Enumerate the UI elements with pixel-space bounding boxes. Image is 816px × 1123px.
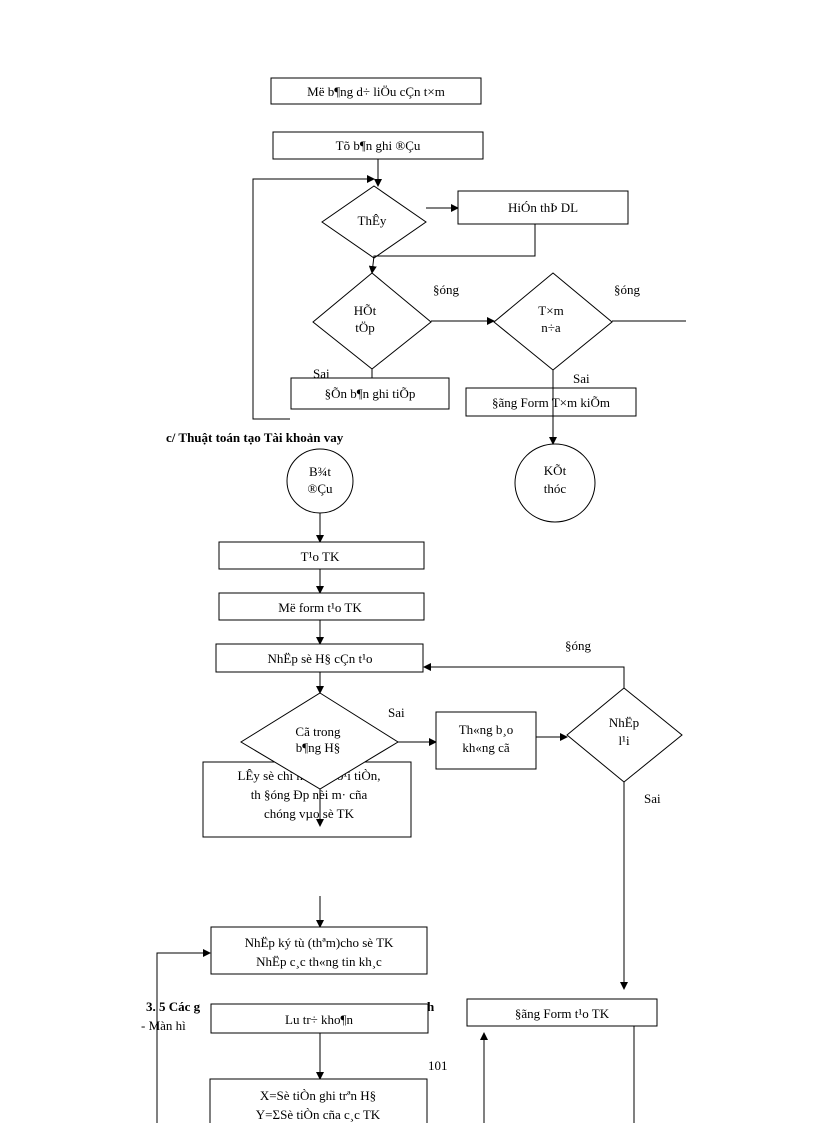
search-again-label-1: T×m bbox=[538, 303, 563, 318]
section-title: c/ Thuật toán tạo Tài khoản vay bbox=[166, 430, 344, 445]
formula-label-2: Y=ΣSè tiÒn cña c¸c TK bbox=[256, 1107, 381, 1122]
create-account-label: T¹o TK bbox=[301, 549, 340, 564]
yes-label-top: §óng bbox=[565, 638, 592, 653]
get-info-label-2: th §óng Ðp nèi m· cña bbox=[251, 787, 368, 802]
close-create-form-label: §ãng Form t¹o TK bbox=[515, 1006, 610, 1021]
next-record-label: §Õn b¶n ghi tiÕp bbox=[325, 386, 416, 401]
save-repository-box bbox=[210, 1003, 429, 1034]
enter-char-label-2: NhËp c¸c th«ng tin kh¸c bbox=[256, 954, 382, 969]
first-record-label: Tõ b¶n ghi ®Çu bbox=[336, 138, 421, 153]
open-table-box bbox=[270, 77, 482, 105]
no-label-a: Sai bbox=[388, 705, 405, 720]
enter-contract-label: NhËp sè H§ cÇn t¹o bbox=[268, 651, 373, 666]
end-label-1: KÕt bbox=[544, 463, 567, 478]
enter-char-box bbox=[210, 926, 428, 975]
close-create-form-box bbox=[466, 998, 658, 1027]
start-label-1: B¾t bbox=[309, 464, 331, 479]
create-account-box bbox=[218, 541, 425, 570]
in-table-label-2: b¶ng H§ bbox=[296, 740, 341, 755]
account-flowchart: B¾t ®Çu T¹o TK Më form t¹o TK NhËp sè H§… bbox=[141, 448, 683, 1123]
formula-label-1: X=Sè tiÒn ghi trªn H§ bbox=[260, 1088, 376, 1103]
section-heading-fragment: 3. 5 Các g bbox=[146, 999, 201, 1014]
open-table-label: Më b¶ng d÷ liÖu cÇn t×m bbox=[307, 84, 445, 99]
save-repository-label: Lu tr÷ kho¶n bbox=[285, 1012, 353, 1027]
screen-fragment: - Màn hì bbox=[141, 1018, 186, 1033]
reenter-label-2: l¹i bbox=[618, 733, 630, 748]
reenter-label-1: NhËp bbox=[609, 715, 639, 730]
end-terminal bbox=[514, 443, 596, 523]
arrow-show-data-to-end-check bbox=[368, 224, 536, 274]
enter-char-label-1: NhËp ký tù (thªm)cho sè TK bbox=[245, 935, 394, 950]
close-search-form-box bbox=[465, 387, 637, 417]
formula-box bbox=[209, 1078, 428, 1123]
in-table-label-1: Cã trong bbox=[295, 724, 341, 739]
open-create-form-label: Më form t¹o TK bbox=[278, 600, 362, 615]
close-search-form-label: §ãng Form T×m kiÕm bbox=[492, 395, 610, 410]
search-again-label-2: n÷a bbox=[541, 320, 561, 335]
show-data-label: HiÓn thÞ DL bbox=[508, 200, 578, 215]
no-label-b: Sai bbox=[644, 791, 661, 806]
yes-label-1: §óng bbox=[433, 282, 460, 297]
loop-back-line bbox=[252, 175, 375, 420]
open-create-form-box bbox=[218, 592, 425, 621]
reenter-back-line bbox=[423, 663, 625, 688]
no-label-1: Sai bbox=[313, 366, 330, 381]
found-label: ThÊy bbox=[358, 213, 387, 228]
end-of-data-label-1: HÕt bbox=[354, 303, 377, 318]
end-of-data-label-2: tÖp bbox=[355, 320, 375, 335]
show-data-box bbox=[457, 190, 629, 225]
get-info-label-3: chóng vµo sè TK bbox=[264, 806, 355, 821]
next-record-box bbox=[290, 377, 450, 410]
enter-contract-box bbox=[215, 643, 424, 673]
end-label-2: thóc bbox=[544, 481, 567, 496]
yes-label-2: §óng bbox=[614, 282, 641, 297]
search-flowchart: Më b¶ng d÷ liÖu cÇn t×m Tõ b¶n ghi ®Çu T… bbox=[252, 77, 686, 523]
notify-label-1: Th«ng b¸o bbox=[459, 722, 514, 737]
page-number: 101 bbox=[428, 1058, 448, 1073]
no-label-2: Sai bbox=[573, 371, 590, 386]
left-loop-line bbox=[156, 949, 211, 1123]
section-heading-fragment-2: h bbox=[427, 999, 435, 1014]
start-label-2: ®Çu bbox=[307, 481, 333, 496]
notify-label-2: kh«ng cã bbox=[462, 740, 510, 755]
notify-box bbox=[435, 711, 537, 770]
